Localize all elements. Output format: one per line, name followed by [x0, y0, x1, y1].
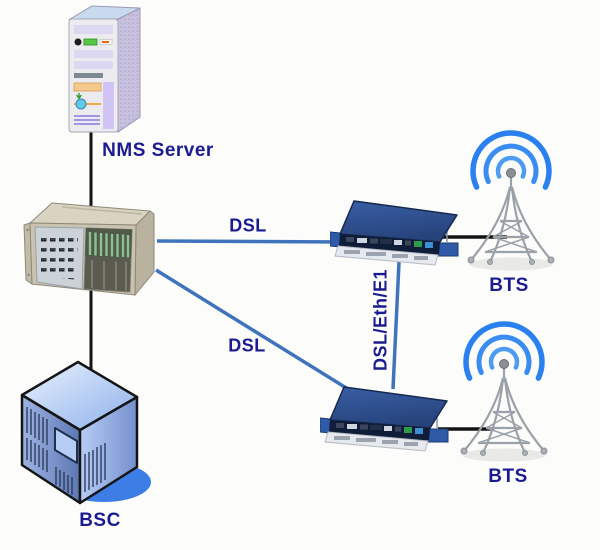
rack-chassis-icon [23, 202, 155, 297]
dsl-modem-icon [330, 200, 459, 266]
server-tower-icon [68, 5, 141, 133]
bts-top-node [456, 121, 566, 273]
bsc-label: BSC [79, 510, 121, 531]
dsl-top-label: DSL [229, 215, 267, 236]
nms-server-node [60, 2, 142, 136]
network-cube-icon [20, 360, 151, 505]
link-dsl-bottom [155, 268, 357, 396]
modem-ports [346, 237, 433, 248]
dsl-bottom-label: DSL [228, 335, 266, 356]
bsc-node [16, 352, 156, 508]
bts-bottom-label: BTS [488, 466, 528, 487]
modem-bottom-node [320, 382, 452, 456]
dsl-modem-icon [320, 386, 449, 452]
tower-lattice [463, 368, 545, 454]
radio-waves-icon [470, 130, 552, 190]
bts-top-label: BTS [489, 275, 529, 296]
radio-waves-icon [463, 321, 545, 381]
vent-grille [26, 407, 106, 495]
antenna-tower-icon [467, 130, 555, 271]
link-dsl-top [156, 239, 351, 244]
cube-panel [54, 427, 78, 464]
modem-top-node [330, 196, 462, 270]
dsl-eth-e1-label: DSL/Eth/E1 [370, 268, 391, 372]
antenna-tower-icon [460, 321, 548, 462]
modem-ports [336, 423, 423, 434]
tower-lattice [470, 177, 552, 263]
bts-bottom-node [449, 312, 559, 464]
link-inter-modem [391, 261, 401, 390]
nms-server-label: NMS Server [102, 140, 214, 161]
chassis-node [22, 196, 162, 300]
